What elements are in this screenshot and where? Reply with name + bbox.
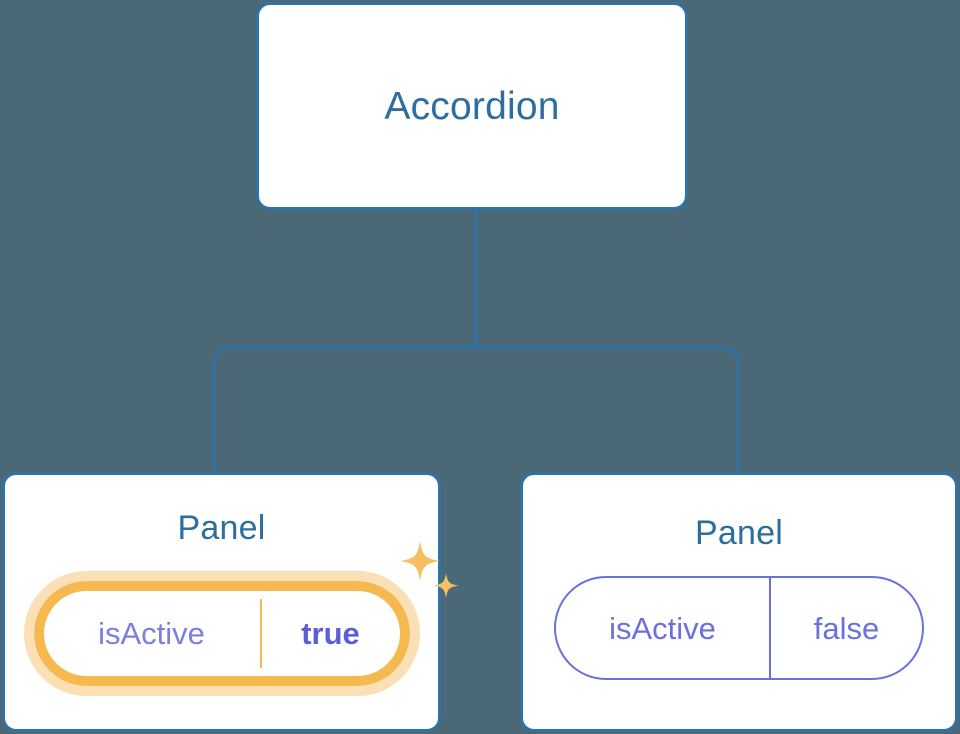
- prop-pill-left[interactable]: isActive true: [33, 581, 410, 686]
- node-title-panel-left: Panel: [177, 509, 266, 547]
- prop-value-right: false: [813, 610, 880, 646]
- prop-pill-right[interactable]: isActive false: [554, 576, 924, 680]
- prop-key-right: isActive: [609, 610, 716, 646]
- edge-branch-bar: [212, 345, 740, 474]
- node-title-accordion: Accordion: [384, 84, 560, 128]
- node-title-panel-right: Panel: [695, 514, 783, 552]
- prop-pill-glow-ring: isActive true: [23, 571, 420, 696]
- prop-pill-divider-right: [769, 578, 771, 678]
- node-panel-right[interactable]: Panel isActive false: [520, 472, 958, 732]
- prop-key-left: isActive: [98, 616, 205, 651]
- sparkle-small: [433, 573, 458, 599]
- sparkle-large: [399, 541, 440, 581]
- prop-pill-wrapper-left: isActive true: [23, 541, 458, 696]
- prop-pill-divider-left: [259, 591, 262, 676]
- node-panel-left[interactable]: Panel isActive true: [2, 472, 458, 732]
- prop-value-left: true: [301, 616, 360, 651]
- node-accordion[interactable]: Accordion: [256, 2, 688, 210]
- prop-pill-wrapper-right: isActive false: [554, 576, 924, 680]
